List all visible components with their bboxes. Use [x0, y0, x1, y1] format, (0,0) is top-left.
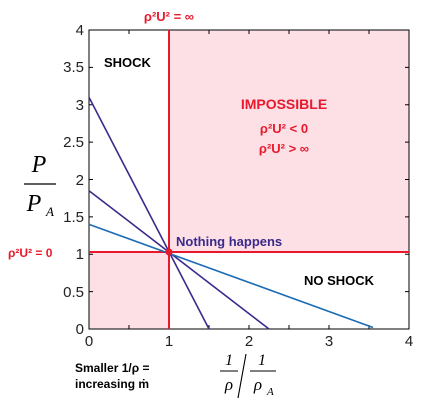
impossible-region-lower	[89, 252, 169, 329]
y-axis-label: P P A	[24, 152, 56, 219]
rayleigh-line-steep	[88, 96, 210, 330]
svg-text:1: 1	[225, 352, 233, 369]
impossible-region-upper	[169, 30, 409, 252]
svg-text:A: A	[45, 204, 54, 219]
x-tick-label: 0	[85, 333, 93, 350]
svg-text:ρ: ρ	[224, 375, 233, 394]
y-tick-label: 2	[76, 172, 84, 189]
svg-text:P: P	[31, 152, 47, 178]
note-line-2: increasing ṁ	[75, 377, 149, 391]
zero-momentum-label: ρ²U² = 0	[8, 246, 53, 260]
note-line-1: Smaller 1/ρ =	[75, 361, 149, 375]
impossible-region-label: IMPOSSIBLE	[241, 96, 327, 112]
y-tick-label: 3.5	[63, 59, 84, 76]
center-point	[165, 248, 173, 256]
x-tick-labels: 0 1 2 3 4	[85, 333, 413, 350]
shock-region-label: SHOCK	[104, 55, 152, 70]
y-tick-label: 1	[76, 246, 84, 263]
impossible-condition-high: ρ²U² > ∞	[259, 141, 309, 156]
infinite-momentum-label: ρ²U² = ∞	[144, 9, 194, 24]
impossible-condition-low: ρ²U² < 0	[260, 121, 308, 136]
svg-text:A: A	[266, 386, 274, 398]
y-tick-label: 2.5	[63, 134, 84, 151]
svg-text:P: P	[26, 191, 42, 217]
no-shock-region-label: NO SHOCK	[304, 273, 375, 288]
x-tick-label: 3	[325, 333, 333, 350]
y-tick-label: 0	[76, 321, 84, 338]
axis-ticks	[88, 29, 410, 330]
y-tick-label: 3	[76, 97, 84, 114]
y-tick-label: 0.5	[63, 284, 84, 301]
nothing-happens-label: Nothing happens	[176, 234, 282, 249]
y-tick-label: 4	[76, 22, 84, 39]
x-tick-label: 4	[405, 333, 413, 350]
y-tick-label: 1.5	[63, 209, 84, 226]
rayleigh-line-shallow	[88, 223, 374, 329]
x-tick-label: 2	[245, 333, 253, 350]
svg-text:1: 1	[258, 352, 266, 369]
x-axis-label: 1 ρ 1 ρ A	[220, 352, 276, 399]
x-tick-label: 1	[165, 333, 173, 350]
svg-text:ρ: ρ	[253, 375, 262, 394]
rayleigh-line-medium	[88, 190, 270, 330]
y-tick-labels: 0 0.5 1 1.5 2 2.5 3 3.5 4	[63, 22, 84, 338]
